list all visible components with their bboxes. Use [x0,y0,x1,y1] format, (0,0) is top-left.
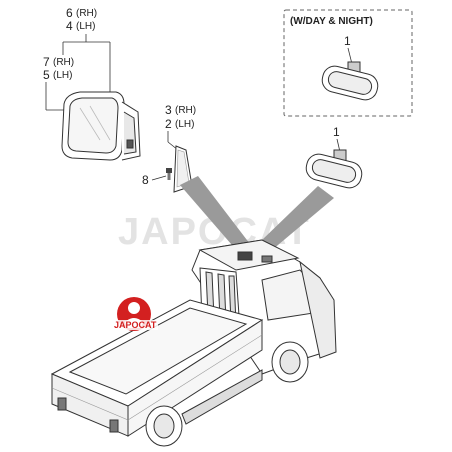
pointer-arrow-right [262,186,334,250]
rear-view-mirror [305,149,363,189]
callout-1-mid: 1 [333,125,340,139]
callout-8: 8 [142,173,149,187]
callout-1-top: 1 [344,34,351,48]
day-night-title: (W/DAY & NIGHT) [290,16,373,27]
callout-4: 4 [66,19,73,33]
callout-6: 6 [66,6,73,20]
callout-3-side: (RH) [175,105,196,116]
pointer-arrow-left [180,176,250,252]
japocat-logo: JAPOCAT [112,297,158,331]
truck-illustration [50,239,337,447]
callout-5: 5 [43,68,50,82]
callout-5-side: (LH) [53,70,72,81]
logo-text: JAPOCAT [114,320,157,330]
door-mirror [61,91,141,161]
rear-view-mirror-day-night [321,61,379,101]
callout-7: 7 [43,55,50,69]
screw-icon [166,168,172,180]
callout-2-side: (LH) [175,119,194,130]
leader-8 [151,175,167,181]
callout-7-side: (RH) [53,57,74,68]
leader-1-top [347,47,353,65]
callout-2: 2 [165,117,172,131]
callout-3: 3 [165,103,172,117]
callout-6-side: (RH) [76,8,97,19]
day-night-box [283,9,413,117]
callout-4-side: (LH) [76,21,95,32]
